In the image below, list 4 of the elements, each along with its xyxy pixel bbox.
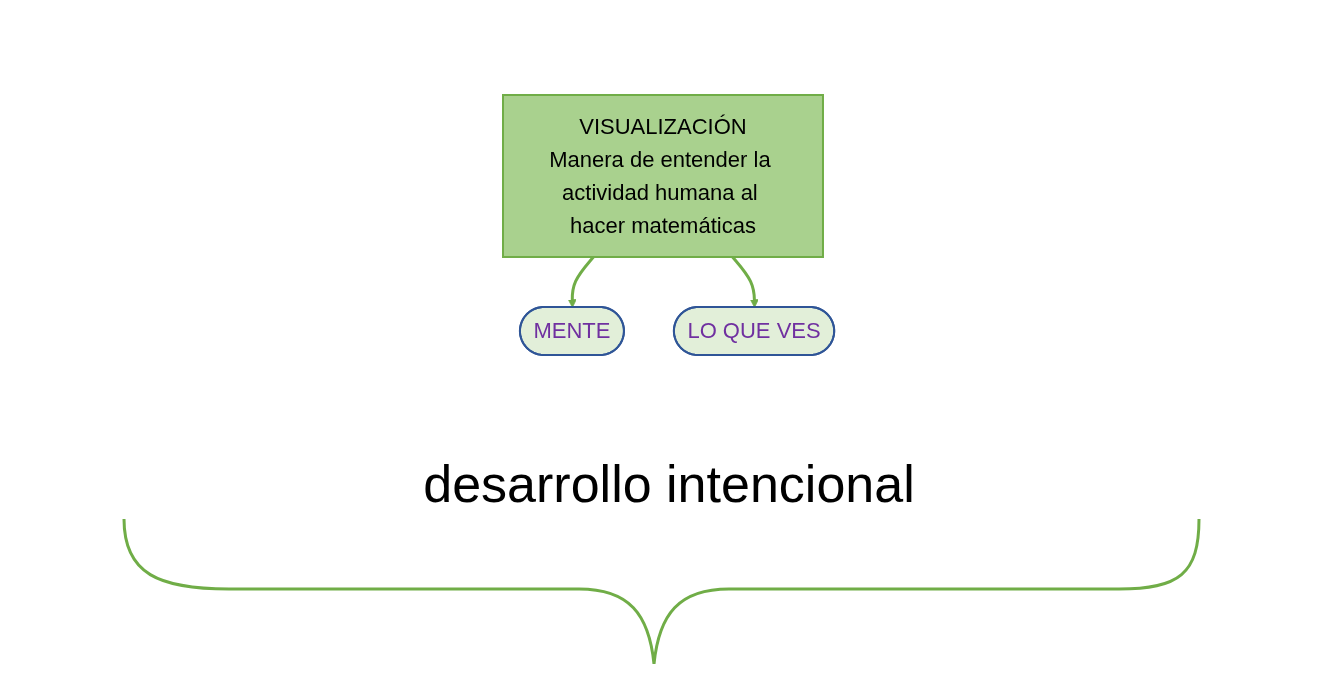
arrow [568, 256, 595, 308]
node-box: VISUALIZACIÓN Manera de entender la actividad humana al hacer matemáticas [502, 94, 825, 258]
arrow [731, 256, 760, 308]
brace-label: desarrollo intencional [423, 454, 915, 514]
